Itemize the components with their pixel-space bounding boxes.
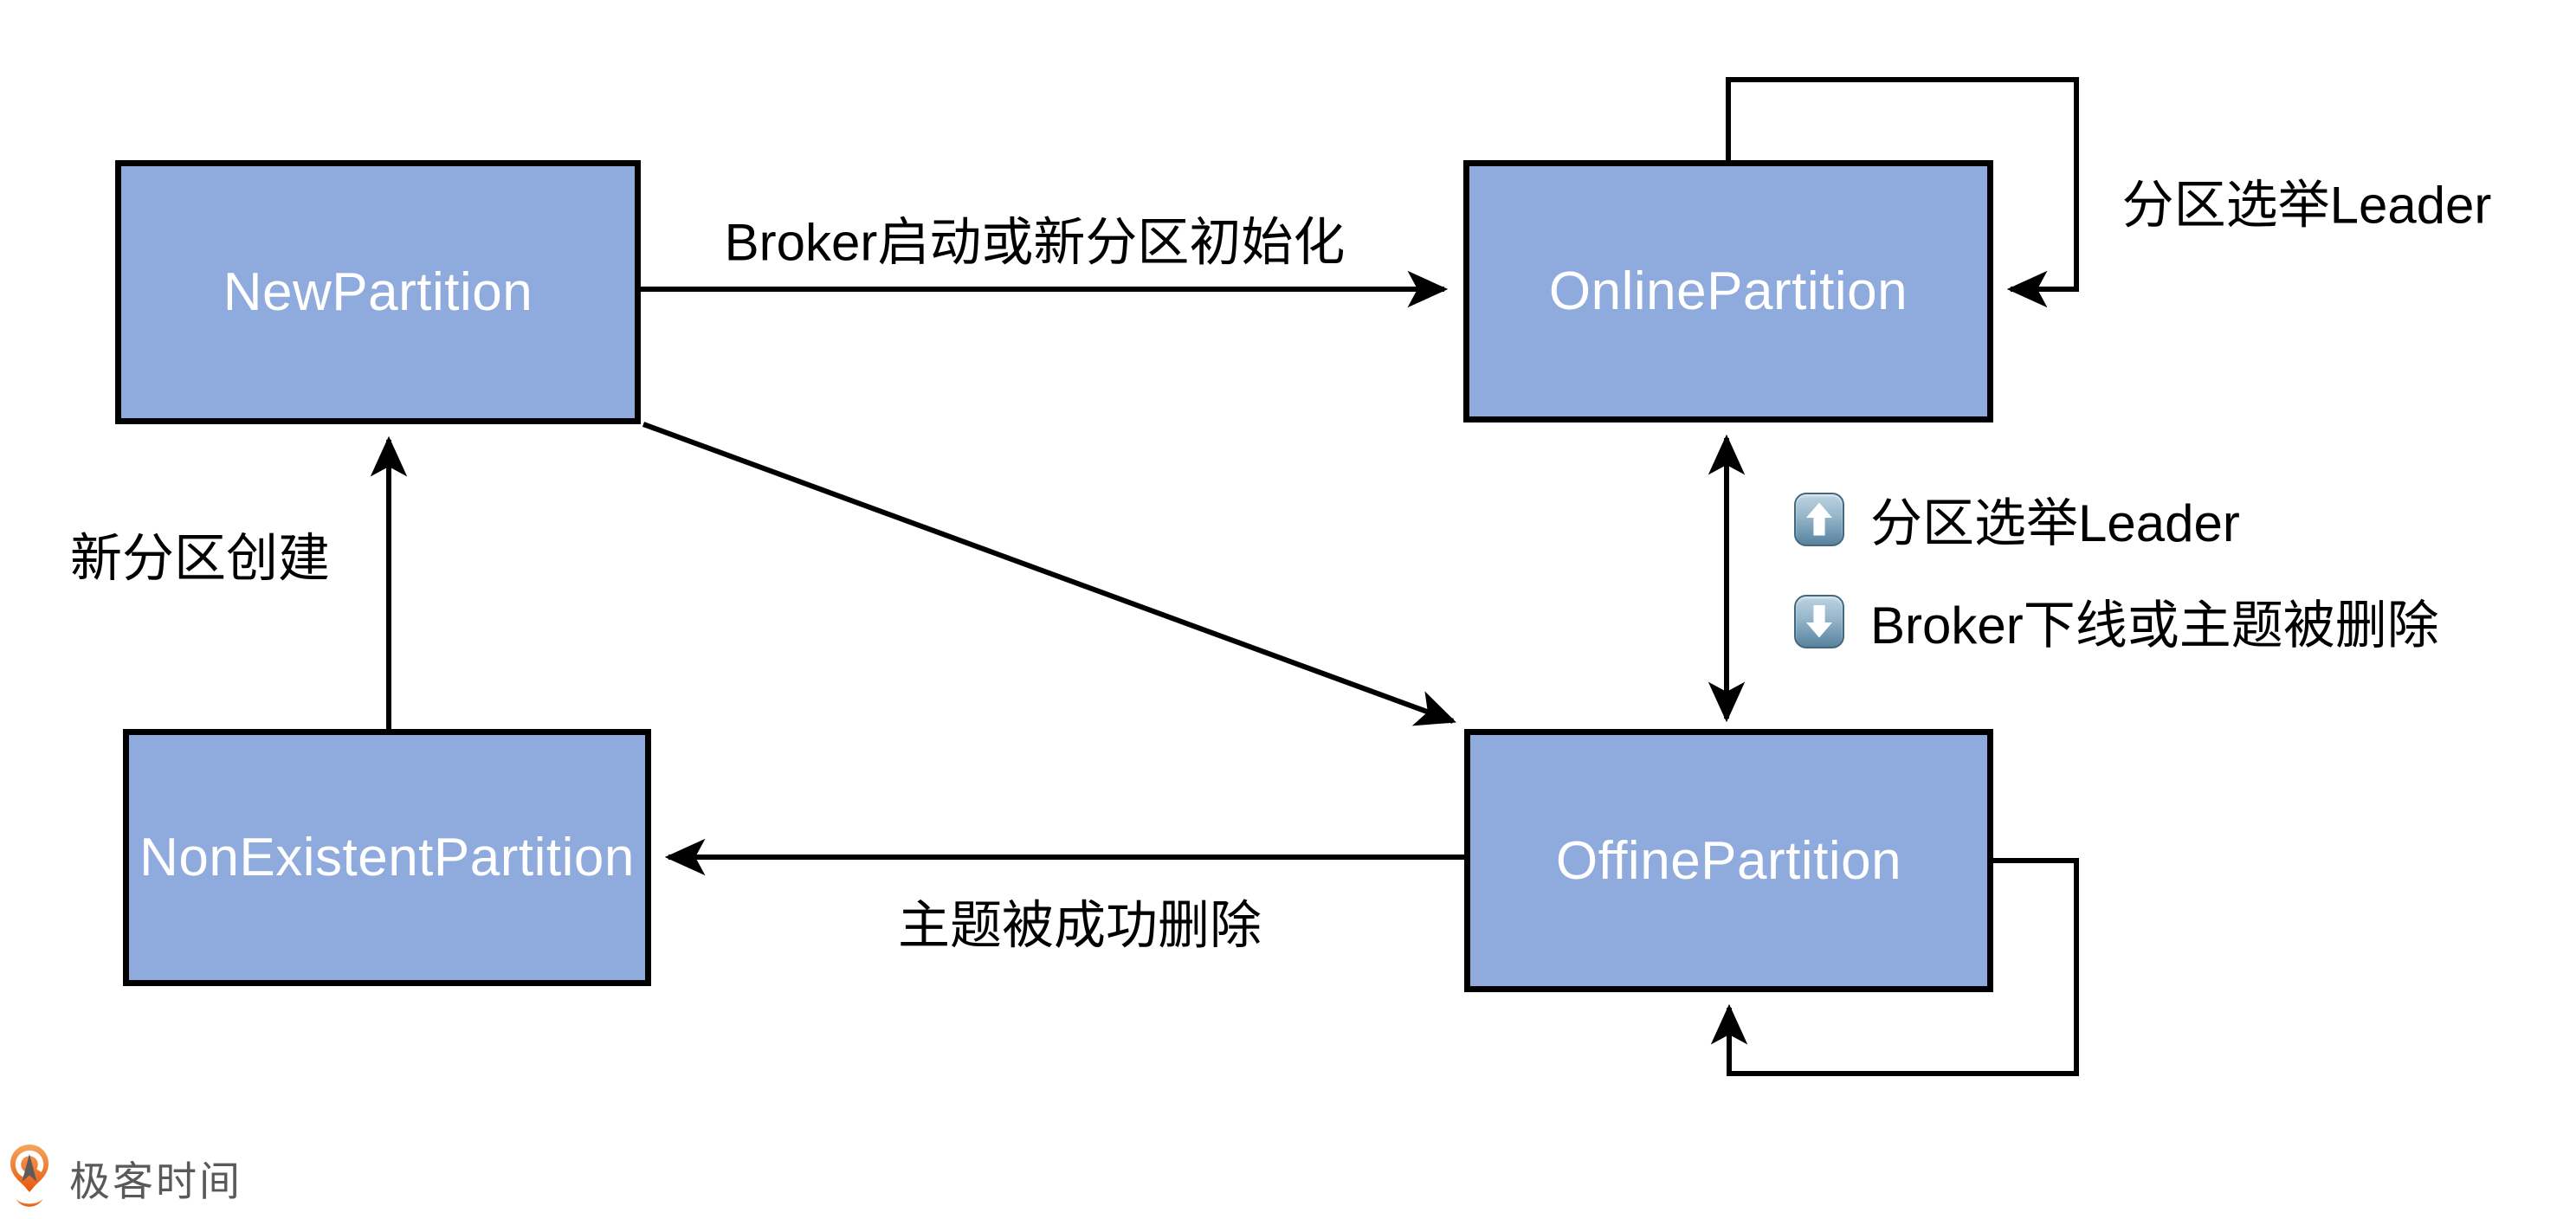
down-arrow-glyph <box>1806 604 1832 638</box>
legend-down-text: Broker下线或主题被删除 <box>1870 597 2439 655</box>
edge-online-self-loop <box>1726 77 2079 308</box>
node-offine-partition: OffinePartition <box>1464 729 1993 992</box>
edge-offine-self-loop <box>1710 858 2079 1076</box>
node-online-partition: OnlinePartition <box>1463 160 1993 422</box>
edge-label-nonexistent-to-new: 新分区创建 <box>70 529 330 588</box>
legend-row-leader-election: 分区选举Leader <box>1794 481 2240 557</box>
edge-new-to-offine-diagonal <box>642 422 1456 726</box>
edge-label-offine-to-nonexistent: 主题被成功删除 <box>898 896 1262 955</box>
up-arrow-glyph <box>1806 502 1832 536</box>
node-nonexistent-partition: NonExistentPartition <box>123 729 651 986</box>
legend-up-text: 分区选举Leader <box>1870 494 2240 552</box>
edge-label-new-to-online: Broker启动或新分区初始化 <box>724 213 1346 272</box>
node-offine-partition-label: OffinePartition <box>1555 830 1902 891</box>
node-online-partition-label: OnlinePartition <box>1548 261 1908 321</box>
up-arrow-emoji <box>1794 492 1844 546</box>
brand-text: 极客时间 <box>69 1158 242 1204</box>
geektime-logo-icon <box>10 1145 48 1207</box>
legend-row-broker-offline: Broker下线或主题被删除 <box>1794 584 2439 659</box>
node-nonexistent-partition-label: NonExistentPartition <box>139 828 635 887</box>
brand-footer: 极客时间 <box>9 1143 242 1212</box>
down-arrow-emoji <box>1794 594 1844 648</box>
node-new-partition-label: NewPartition <box>223 262 533 322</box>
edge-label-online-self-loop: 分区选举Leader <box>2121 176 2492 235</box>
node-new-partition: NewPartition <box>115 160 641 424</box>
